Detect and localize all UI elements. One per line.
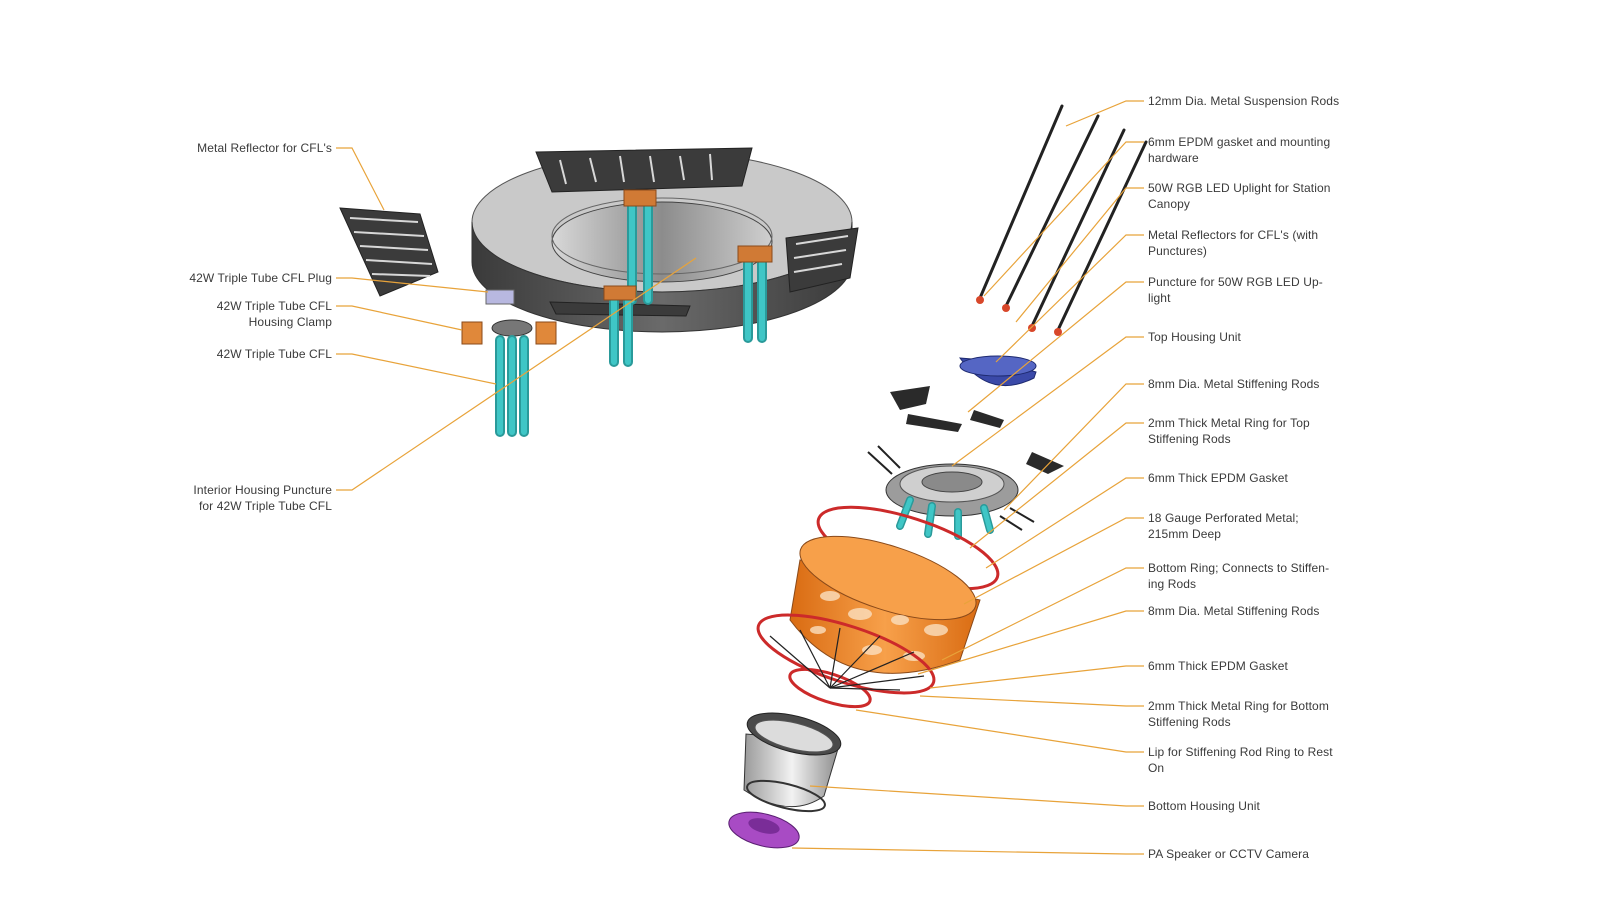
reflectors-with-punctures — [890, 386, 1064, 474]
installed-cfl-bases — [603, 189, 773, 301]
leader-lines — [336, 100, 1144, 855]
suspension-rods — [978, 104, 1148, 332]
rod-gaskets — [976, 296, 1062, 336]
installed-cfl-tubes — [609, 195, 767, 367]
label-bottom-housing-unit: Bottom Housing Unit — [1148, 799, 1260, 813]
detached-cfl — [491, 319, 533, 437]
pa-speaker-camera — [728, 811, 800, 849]
label-epdm-gasket-bottom: 6mm Thick EPDM Gasket — [1148, 659, 1288, 673]
label-stiffening-rod-lip: Lip for Stiffening Rod Ring to Rest On — [1148, 745, 1333, 775]
perforated-metal-shade — [789, 535, 981, 674]
top-housing-unit — [885, 463, 1019, 517]
label-rgb-led-uplight: 50W RGB LED Uplight for Station Canopy — [1148, 181, 1331, 211]
left-reflector-panel — [339, 207, 439, 297]
label-epdm-mounting-hardware: 6mm EPDM gasket and mounting hardware — [1148, 135, 1331, 165]
top-stiffening-rods — [867, 445, 1035, 531]
cfl-plug — [485, 289, 515, 305]
label-top-housing-unit: Top Housing Unit — [1148, 330, 1241, 344]
label-stiffening-rods-bottom: 8mm Dia. Metal Stiffening Rods — [1148, 604, 1320, 618]
label-suspension-rods: 12mm Dia. Metal Suspension Rods — [1148, 94, 1340, 108]
label-interior-housing-puncture: Interior Housing Puncture for 42W Triple… — [193, 483, 332, 513]
label-epdm-gasket-top: 6mm Thick EPDM Gasket — [1148, 471, 1288, 485]
label-pa-speaker-cctv: PA Speaker or CCTV Camera — [1148, 847, 1310, 861]
label-triple-tube-cfl: 42W Triple Tube CFL — [216, 347, 332, 361]
label-puncture-led-uplight: Puncture for 50W RGB LED Up- light — [1148, 275, 1323, 305]
bottom-rings — [756, 613, 936, 709]
label-bottom-metal-ring: 2mm Thick Metal Ring for Bottom Stiffeni… — [1148, 699, 1329, 729]
label-reflectors-with-punctures: Metal Reflectors for CFL's (with Punctur… — [1148, 228, 1319, 258]
right-reflector-panel — [785, 227, 859, 293]
label-stiffening-rods-top: 8mm Dia. Metal Stiffening Rods — [1148, 377, 1320, 391]
bottom-housing-unit — [743, 712, 842, 813]
label-cfl-housing-clamp: 42W Triple Tube CFL Housing Clamp — [216, 299, 332, 329]
label-perforated-metal: 18 Gauge Perforated Metal; 215mm Deep — [1148, 511, 1299, 541]
label-metal-reflector-cfl: Metal Reflector for CFL's — [197, 141, 332, 155]
top-housing-tubes — [896, 496, 994, 540]
label-cfl-plug: 42W Triple Tube CFL Plug — [189, 271, 332, 285]
label-bottom-ring: Bottom Ring; Connects to Stiffen- ing Ro… — [1148, 561, 1330, 591]
label-top-metal-ring: 2mm Thick Metal Ring for Top Stiffening … — [1148, 416, 1310, 446]
cfl-housing-clamps — [461, 321, 557, 345]
top-reflector-panel — [535, 147, 753, 193]
